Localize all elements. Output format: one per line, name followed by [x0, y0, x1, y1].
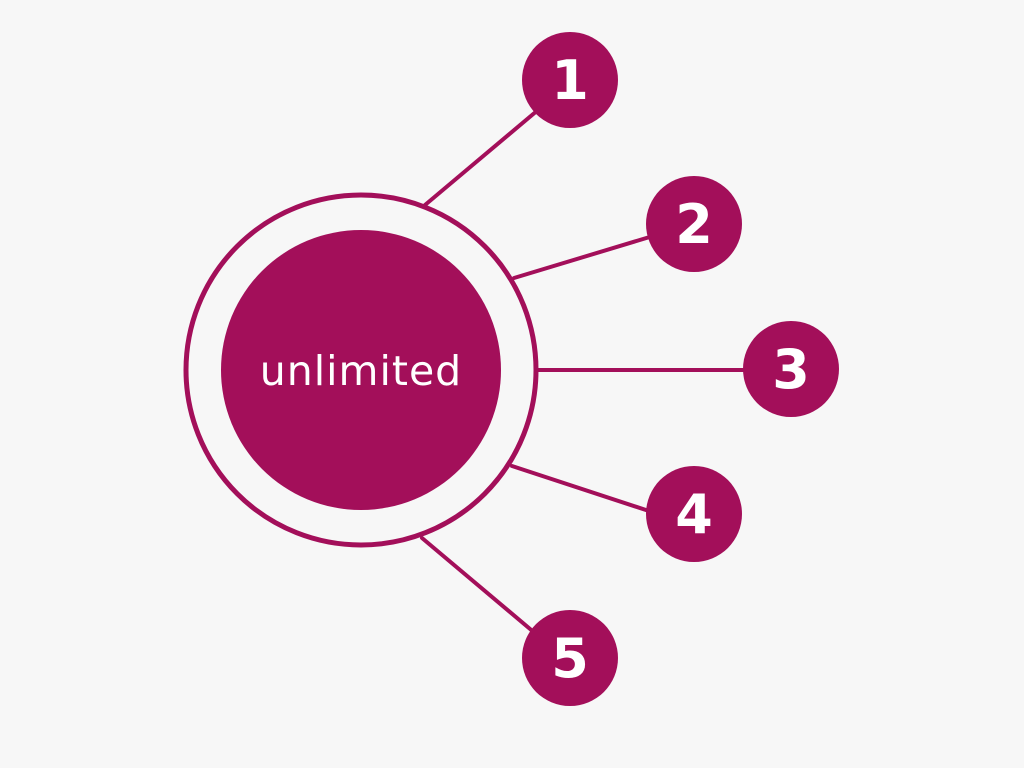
node-2: 2 [646, 176, 742, 272]
node-2-label: 2 [675, 193, 713, 256]
node-3-label: 3 [772, 338, 810, 401]
node-5-label: 5 [551, 627, 589, 690]
connector-2 [512, 234, 655, 280]
hub: unlimited [183, 192, 539, 548]
node-4-label: 4 [675, 483, 713, 546]
hub-outer-ring [183, 192, 539, 548]
hub-label: unlimited [260, 347, 462, 395]
node-4: 4 [646, 466, 742, 562]
connector-1 [423, 108, 540, 207]
connector-5 [420, 536, 538, 636]
node-1-circle [522, 32, 618, 128]
node-3-circle [743, 321, 839, 417]
node-5: 5 [522, 610, 618, 706]
node-1: 1 [522, 32, 618, 128]
connector-4 [510, 464, 654, 514]
node-5-circle [522, 610, 618, 706]
connectors [420, 108, 747, 636]
node-3: 3 [743, 321, 839, 417]
node-2-circle [646, 176, 742, 272]
node-1-label: 1 [551, 49, 589, 112]
node-4-circle [646, 466, 742, 562]
hub-inner-circle [221, 230, 501, 510]
